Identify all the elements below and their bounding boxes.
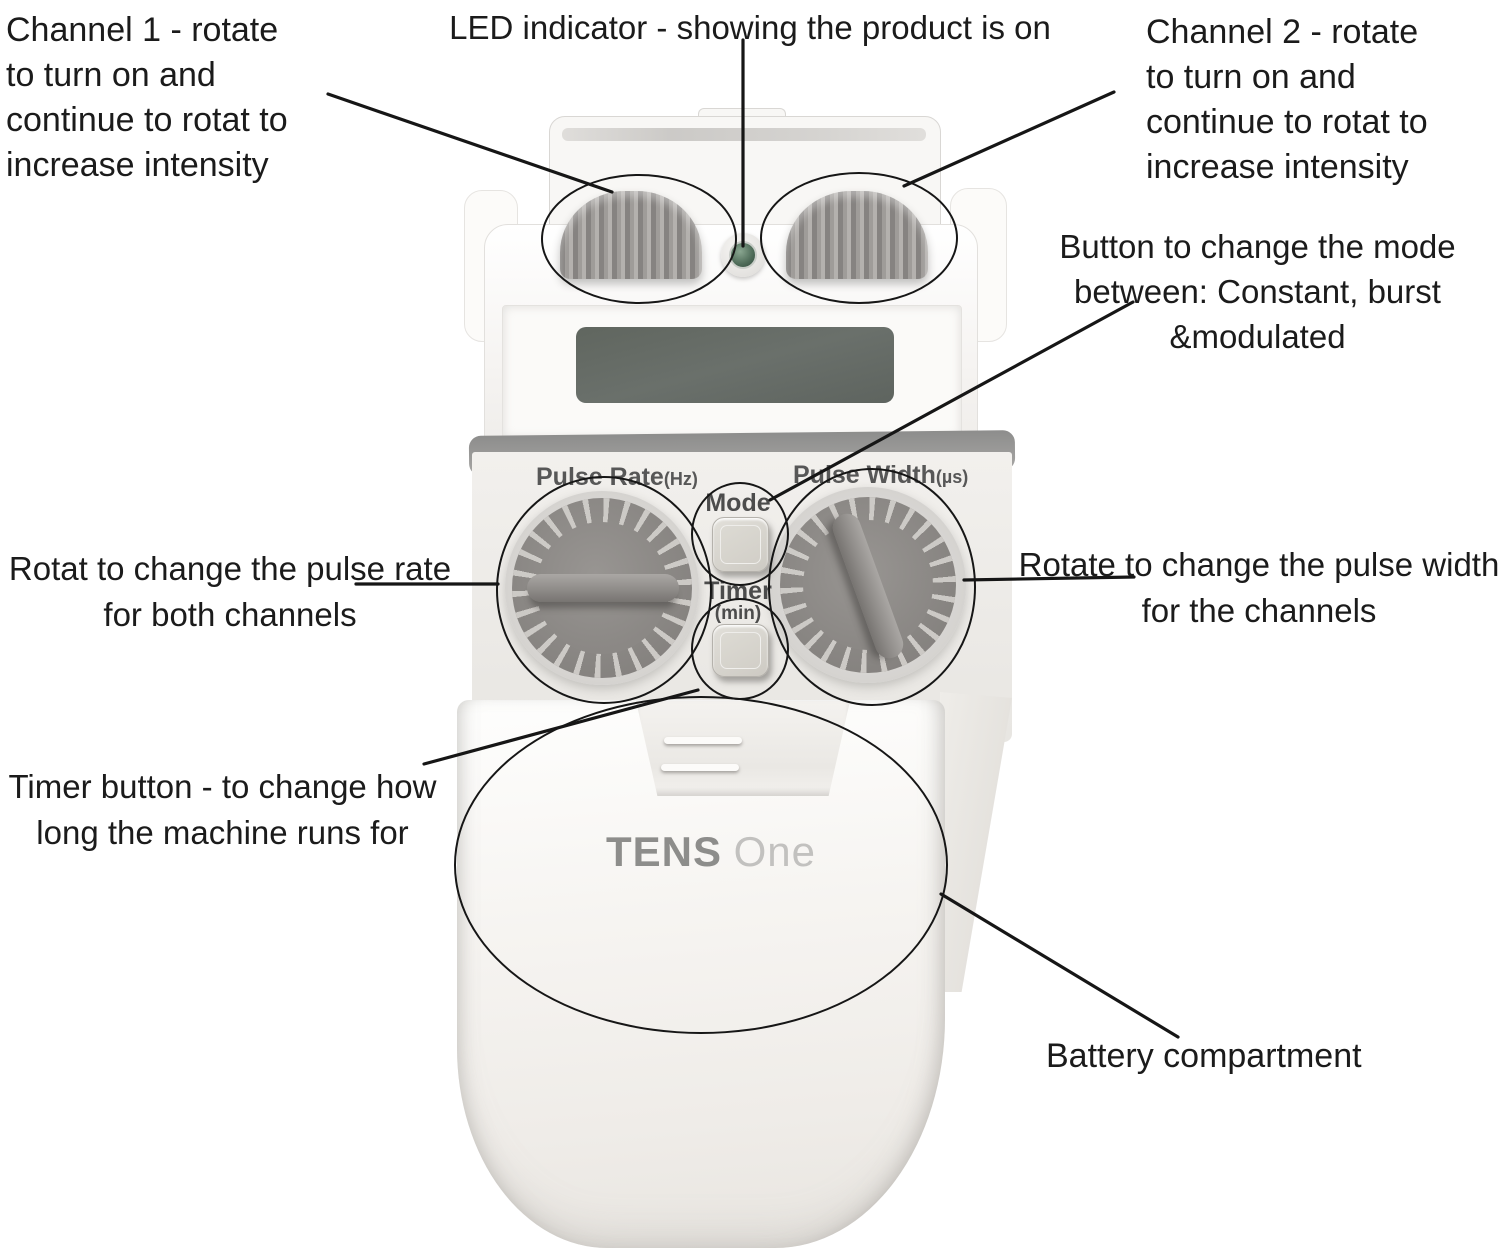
- annotation-line: for the channels: [1141, 592, 1377, 629]
- leader-pulse-width: [962, 575, 1136, 582]
- annotation-line: long the machine runs for: [36, 814, 409, 851]
- annotation-line: continue to rotat to: [6, 101, 288, 139]
- pulse-width-unit: (µs): [935, 467, 969, 487]
- annotation-line: increase intensity: [6, 146, 269, 184]
- halo-mode-button: [691, 482, 789, 586]
- pulse-rate-unit: (Hz): [663, 469, 698, 489]
- annotation-channel-1: Channel 1 - rotate to turn on and contin…: [6, 8, 351, 188]
- annotation-line: Channel 1 - rotate: [6, 11, 279, 49]
- halo-pulse-width-knob: [768, 468, 976, 706]
- annotation-line: &modulated: [1169, 318, 1346, 355]
- annotation-line: Rotat to change the pulse rate: [8, 550, 452, 587]
- annotation-line: Battery compartment: [1046, 1037, 1362, 1075]
- annotation-pulse-width: Rotate to change the pulse width for the…: [1018, 542, 1500, 634]
- annotation-pulse-rate: Rotat to change the pulse rate for both …: [0, 546, 460, 638]
- halo-channel-2-wheel: [760, 172, 958, 304]
- halo-channel-1-wheel: [541, 174, 737, 304]
- annotation-battery: Battery compartment: [1046, 1034, 1466, 1079]
- annotation-timer-button: Timer button - to change how long the ma…: [0, 764, 445, 856]
- annotation-line: Channel 2 - rotate: [1146, 13, 1419, 51]
- halo-pulse-rate-knob: [496, 476, 712, 704]
- leader-mode: [768, 300, 1135, 502]
- annotation-line: LED indicator - showing the product is o…: [449, 9, 1051, 46]
- annotation-line: Button to change the mode: [1059, 228, 1456, 265]
- leader-timer: [422, 688, 700, 766]
- annotation-line: Timer button - to change how: [8, 768, 437, 805]
- halo-battery-compartment: [454, 696, 948, 1034]
- annotation-line: continue to rotat to: [1146, 103, 1428, 141]
- annotation-line: between: Constant, burst: [1074, 273, 1441, 310]
- annotation-mode-button: Button to change the mode between: Const…: [1035, 224, 1480, 359]
- annotation-line: increase intensity: [1146, 148, 1409, 186]
- lcd-display: [576, 327, 894, 403]
- annotation-line: for both channels: [103, 596, 357, 633]
- annotation-led-indicator: LED indicator - showing the product is o…: [400, 5, 1100, 50]
- leader-channel-1: [326, 92, 614, 194]
- annotation-line: to turn on and: [1146, 58, 1356, 96]
- annotation-channel-2: Channel 2 - rotate to turn on and contin…: [1146, 10, 1498, 190]
- annotation-line: Rotate to change the pulse width: [1018, 546, 1500, 583]
- leader-battery: [939, 892, 1180, 1039]
- annotation-line: to turn on and: [6, 56, 216, 94]
- leader-channel-2: [902, 90, 1116, 188]
